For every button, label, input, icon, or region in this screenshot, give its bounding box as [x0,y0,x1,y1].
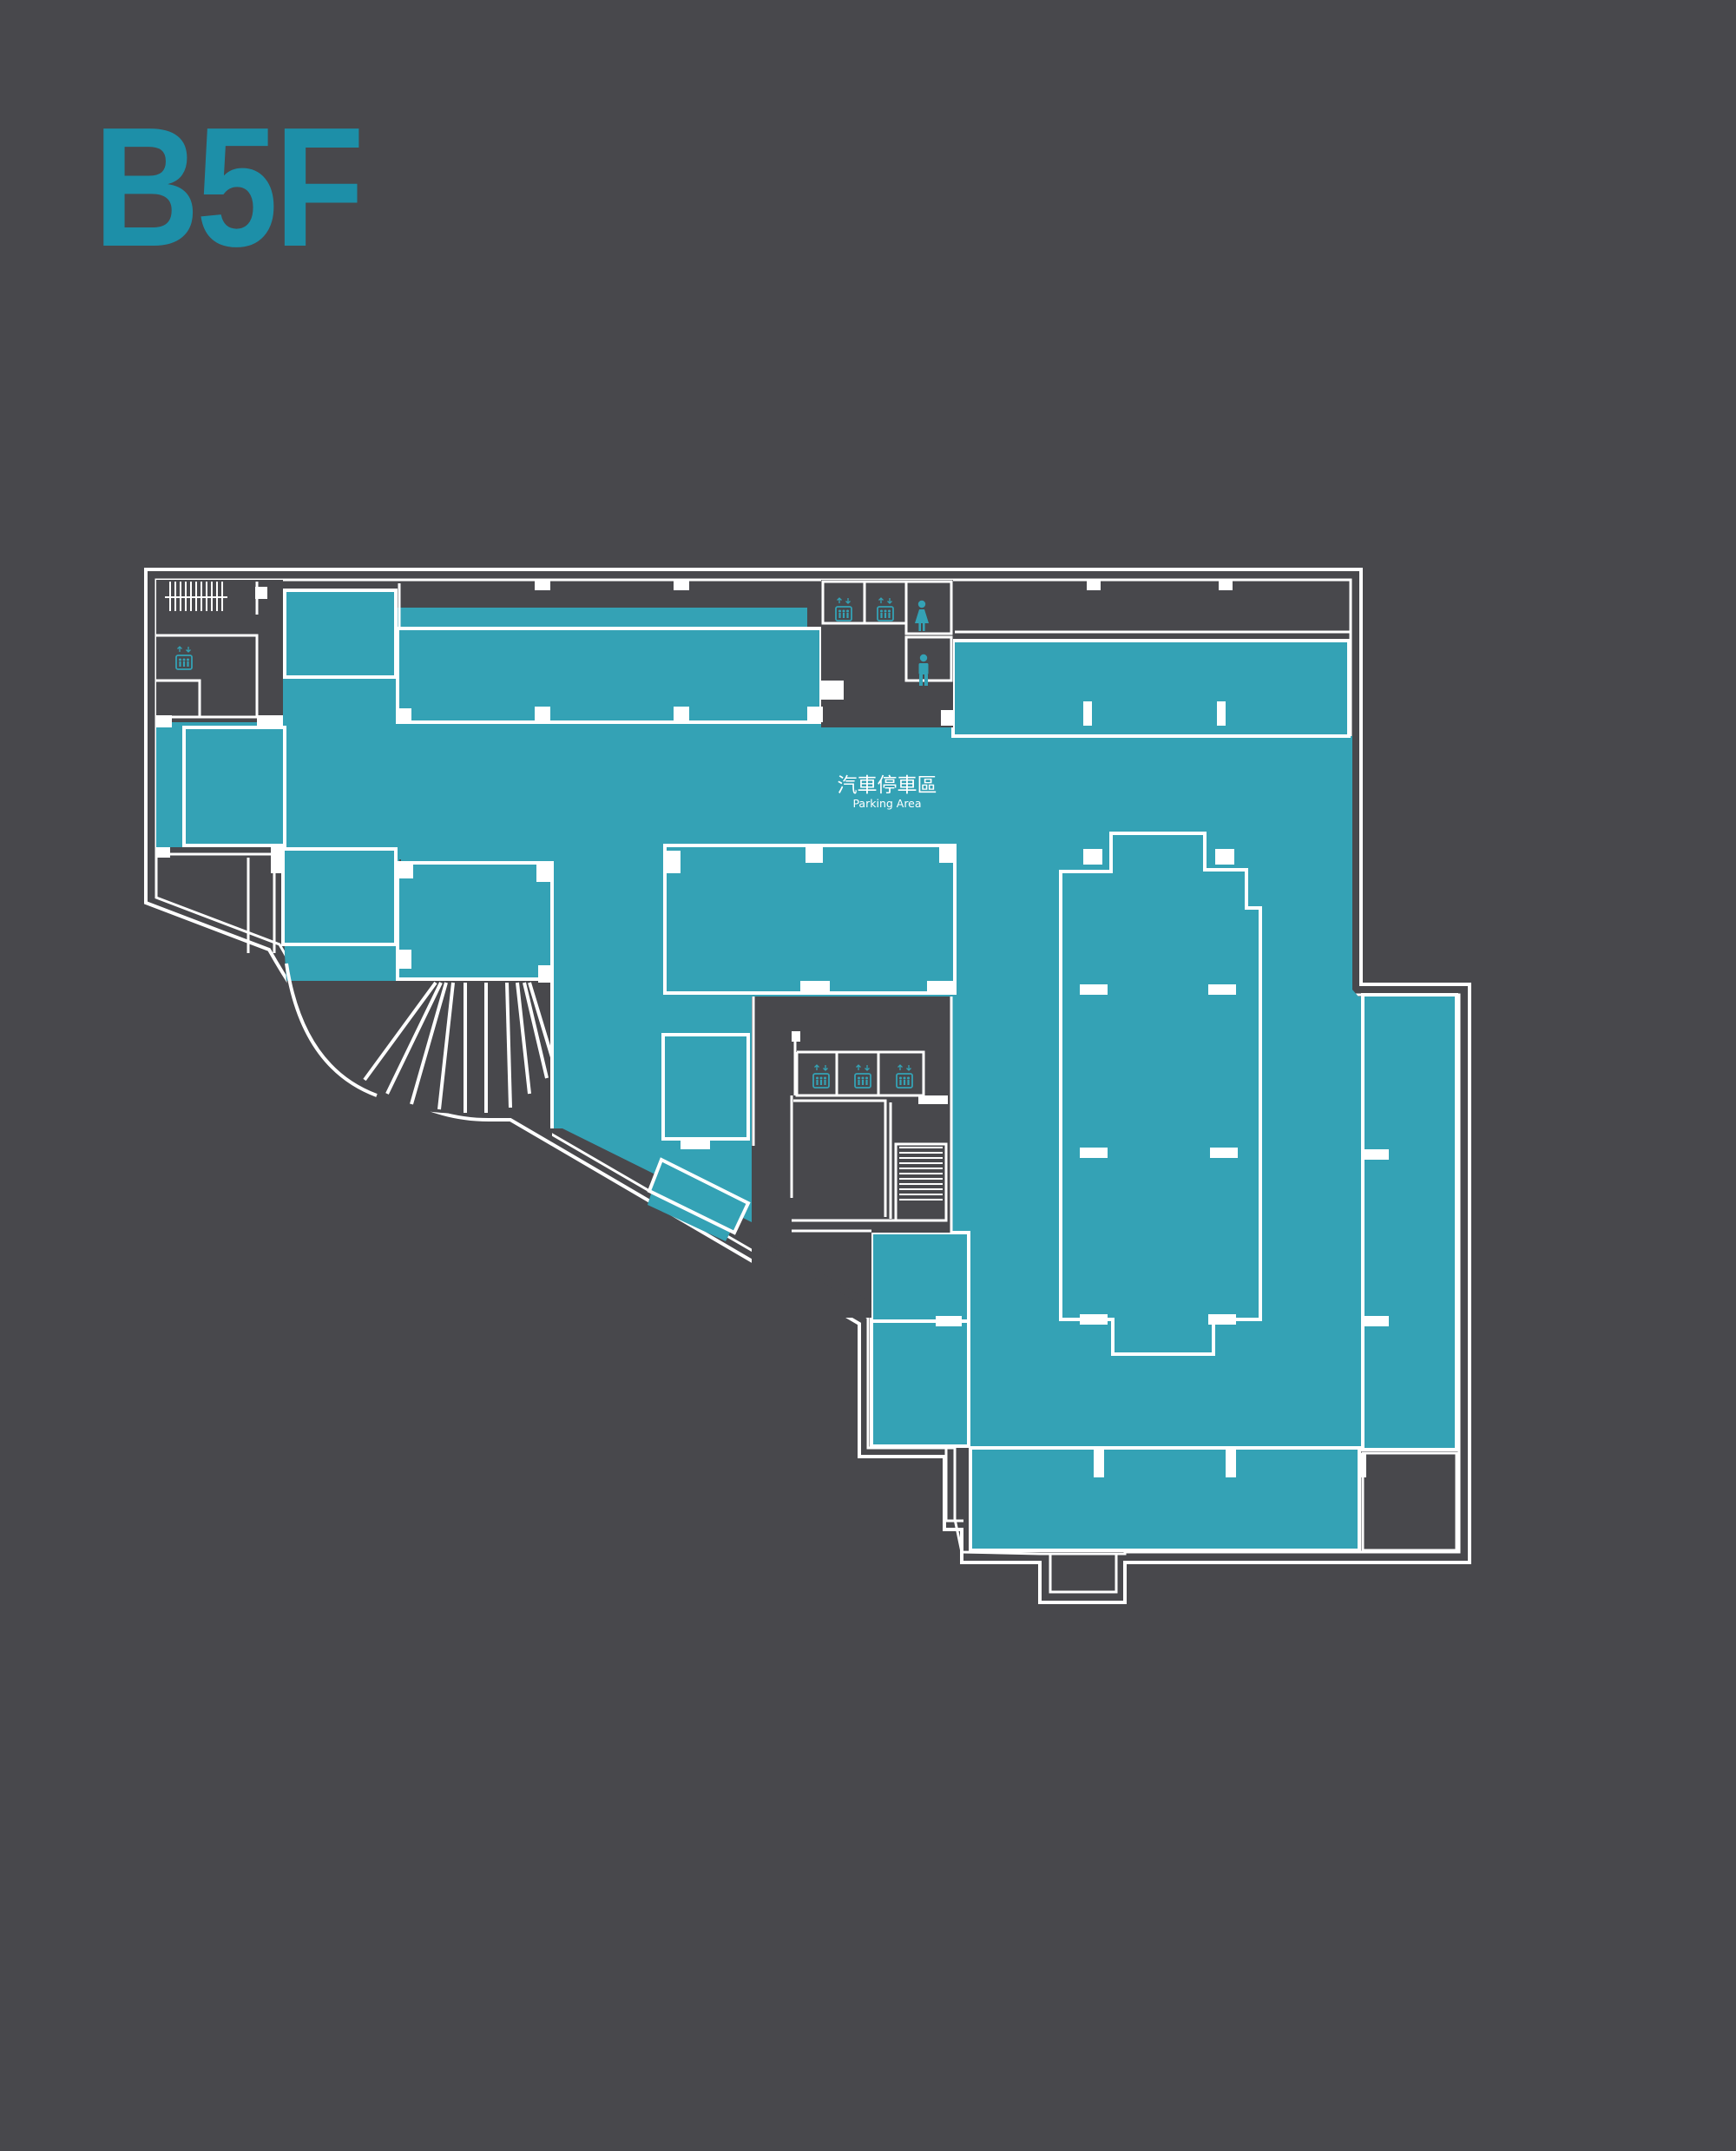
top-rooms [398,578,1351,634]
parking-bays [182,589,1458,1552]
bay-mid-left [281,847,398,946]
bay-bottom [969,1446,1361,1552]
columns [398,701,1389,1477]
ramp [285,962,554,1137]
floor-title: B5F [94,92,365,282]
bay-top-left [283,589,398,679]
bay-right-strip [1361,993,1458,1451]
bay-top-center [396,627,823,724]
bay-center [663,844,957,995]
top-columns [535,580,1233,590]
parking-area-label: 汽車停車區 [838,774,937,797]
bay-small-center [661,1033,750,1141]
core-center [748,997,953,1318]
bay-mid-left-2 [396,861,554,981]
bay-left [182,726,286,847]
parking-area-label-en: Parking Area [852,797,921,810]
bottom-right-room [1361,1451,1458,1552]
bay-center-island [1059,832,1262,1356]
left-lower-rooms [156,852,278,953]
core-left-top [156,580,283,727]
bottom-notches [944,1448,1118,1594]
bay-top-right [951,639,1351,738]
bay-lower-left-1 [870,1231,970,1323]
bay-lower-left-2 [870,1319,970,1448]
core-top [821,580,953,727]
bay-angled [647,1157,751,1235]
